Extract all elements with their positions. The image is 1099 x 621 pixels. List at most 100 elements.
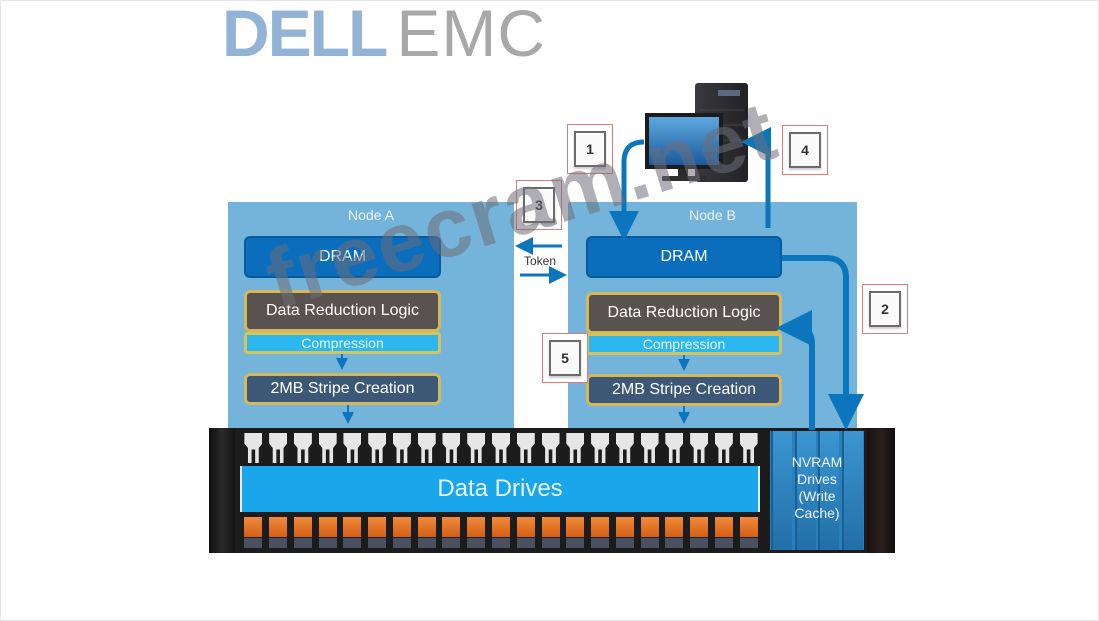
drive-handle	[442, 433, 461, 463]
drive-handle	[516, 433, 535, 463]
data-drive-bay	[392, 431, 412, 549]
drive-handle	[392, 433, 411, 463]
drive-led	[591, 517, 610, 537]
token-label: Token	[523, 254, 557, 268]
node-b-stripe-creation: 2MB Stripe Creation	[586, 374, 782, 406]
drive-led	[343, 517, 362, 537]
drive-led	[615, 517, 634, 537]
drive-led	[269, 517, 288, 537]
drive-foot	[714, 538, 733, 548]
data-drive-bay	[441, 431, 461, 549]
drive-foot	[566, 538, 585, 548]
drive-handle	[293, 433, 312, 463]
drive-handle	[541, 433, 560, 463]
drive-led	[714, 517, 733, 537]
node-a-dram: DRAM	[244, 236, 441, 278]
drive-handle	[640, 433, 659, 463]
drive-led	[392, 517, 411, 537]
nvram-label-line: Drives	[797, 471, 837, 487]
drive-led	[665, 517, 684, 537]
drive-foot	[739, 538, 758, 548]
logo-emc: EMC	[396, 0, 546, 70]
nvram-label-line: (Write	[798, 488, 836, 504]
drive-foot	[343, 538, 362, 548]
arrow-host-to-dram	[609, 139, 645, 241]
callout-2-number: 2	[869, 291, 901, 327]
drive-led	[467, 517, 486, 537]
drive-led	[640, 517, 659, 537]
nvram-label-line: Cache)	[794, 505, 840, 521]
logo-dell: DELL	[222, 0, 388, 70]
drive-led	[244, 517, 263, 537]
drive-foot	[665, 538, 684, 548]
callout-4: 4	[782, 125, 828, 175]
drive-foot	[516, 538, 535, 548]
drive-handle	[739, 433, 758, 463]
drive-foot	[690, 538, 709, 548]
drive-handle	[417, 433, 436, 463]
node-a-title: Node A	[348, 207, 394, 223]
arrow-dram-to-host	[741, 127, 772, 228]
data-drive-bay	[293, 431, 313, 549]
drive-led	[541, 517, 560, 537]
node-b-dram: DRAM	[586, 236, 782, 278]
data-drive-bays	[241, 431, 761, 549]
drive-led	[566, 517, 585, 537]
drive-led	[368, 517, 387, 537]
drive-led	[516, 517, 535, 537]
drive-foot	[442, 538, 461, 548]
drive-handle	[690, 433, 709, 463]
drive-led	[318, 517, 337, 537]
drive-handle	[566, 433, 585, 463]
nvram-drive-bay	[794, 431, 816, 550]
node-b-data-reduction-logic: Data Reduction Logic	[586, 292, 782, 334]
drive-led	[442, 517, 461, 537]
data-drive-bay	[516, 431, 536, 549]
node-b-compression: Compression	[586, 333, 782, 355]
drive-led	[690, 517, 709, 537]
data-drive-bay	[664, 431, 684, 549]
nvram-drive-bay	[771, 431, 792, 550]
drive-handle	[492, 433, 510, 463]
desktop-computer-icon	[645, 83, 748, 182]
drive-foot	[244, 538, 263, 548]
drive-foot	[541, 538, 560, 548]
nvram-drive-bay	[841, 431, 863, 550]
data-drive-bay	[714, 431, 734, 549]
drive-foot	[269, 538, 288, 548]
callout-1: 1	[567, 124, 613, 174]
data-drive-bay	[615, 431, 635, 549]
drive-handle	[343, 433, 362, 463]
drive-handle	[318, 433, 337, 463]
data-drive-bay	[417, 431, 437, 549]
drive-handle	[665, 433, 684, 463]
drive-led	[417, 517, 436, 537]
callout-5-number: 5	[549, 340, 581, 376]
data-drive-bay	[466, 431, 486, 549]
node-a-data-reduction-logic: Data Reduction Logic	[244, 290, 441, 332]
drive-foot	[492, 538, 510, 548]
drive-foot	[417, 538, 436, 548]
data-drive-bay	[318, 431, 338, 549]
data-drive-bay	[268, 431, 288, 549]
callout-1-number: 1	[574, 131, 606, 167]
data-drive-bay	[739, 431, 759, 549]
callout-4-number: 4	[789, 132, 821, 168]
nvram-drive-bays	[770, 431, 864, 550]
drive-handle	[244, 433, 263, 463]
drive-foot	[591, 538, 610, 548]
callout-2: 2	[862, 284, 908, 334]
callout-3: 3	[516, 180, 562, 230]
data-drive-bay	[243, 431, 263, 549]
data-drive-bay	[541, 431, 561, 549]
drive-handle	[591, 433, 610, 463]
drive-led	[492, 517, 510, 537]
drive-foot	[318, 538, 337, 548]
drive-led	[293, 517, 312, 537]
callout-3-number: 3	[523, 187, 555, 223]
drive-handle	[615, 433, 634, 463]
drive-led	[739, 517, 758, 537]
callout-5: 5	[542, 333, 588, 383]
